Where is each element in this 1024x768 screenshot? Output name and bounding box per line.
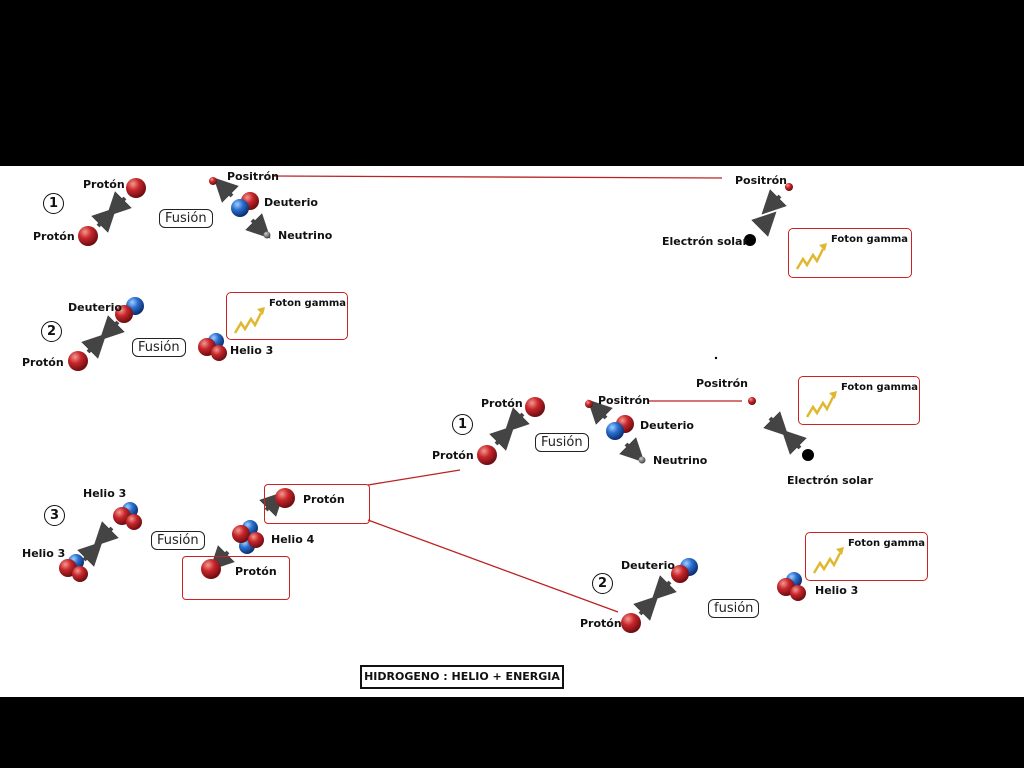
- diagram-title: HIDROGENO : HELIO + ENERGIA: [360, 665, 564, 689]
- gamma-box: Foton gamma: [798, 376, 920, 425]
- neutrino-particle: [263, 231, 271, 239]
- helium3-proton: [211, 345, 227, 361]
- proton-particle: [275, 488, 295, 508]
- gamma-ray-icon: [805, 391, 837, 418]
- proton-label: Protón: [481, 397, 523, 410]
- deuterium-label: Deuterio: [640, 419, 694, 432]
- electron-particle: [744, 234, 756, 246]
- helium4-proton: [232, 525, 250, 543]
- positron-label: Positrón: [696, 377, 749, 390]
- gamma-label: Foton gamma: [841, 382, 919, 393]
- helium3-label: Helio 3: [22, 547, 66, 560]
- proton-particle: [477, 445, 497, 465]
- proton-label: Protón: [580, 617, 622, 630]
- positron-label: Positrón: [735, 174, 788, 187]
- helium3-proton: [72, 566, 88, 582]
- deuterium-proton: [671, 565, 689, 583]
- electron-particle: [802, 449, 814, 461]
- proton-label: Protón: [83, 178, 125, 191]
- proton-particle: [126, 178, 146, 198]
- proton-box-upper: [264, 484, 370, 524]
- helium3-label: Helio 3: [83, 487, 127, 500]
- gamma-box: Foton gamma: [788, 228, 912, 278]
- neutrino-particle: [638, 456, 646, 464]
- deuterium-neutron: [606, 422, 624, 440]
- fusion-label: fusión: [708, 599, 760, 618]
- deuterium-neutron: [231, 199, 249, 217]
- neutrino-label: Neutrino: [653, 454, 708, 467]
- step-number-1: 1: [43, 193, 64, 214]
- fusion-label: Fusión: [159, 209, 213, 228]
- proton-label: Protón: [235, 565, 277, 578]
- deuterium-label: Deuterio: [68, 301, 122, 314]
- gamma-box: Foton gamma: [226, 292, 348, 340]
- positron-particle: [209, 177, 217, 185]
- positron-particle: [748, 397, 756, 405]
- deuterium-label: Deuterio: [621, 559, 675, 572]
- gamma-ray-icon: [812, 547, 844, 574]
- proton-label: Protón: [22, 356, 64, 369]
- proton-particle: [201, 559, 221, 579]
- helium4-proton: [248, 532, 264, 548]
- gamma-box: Foton gamma: [805, 532, 928, 581]
- proton-box-lower: [182, 556, 290, 600]
- gamma-label: Foton gamma: [848, 538, 926, 549]
- proton-label: Protón: [303, 493, 345, 506]
- helium3-label: Helio 3: [230, 344, 274, 357]
- step-number-2: 2: [592, 573, 613, 594]
- particles: [59, 177, 814, 633]
- positron-particle: [585, 400, 593, 408]
- proton-label: Protón: [432, 449, 474, 462]
- helium3-proton: [790, 585, 806, 601]
- solar-electron-label: Electrón solar: [787, 474, 873, 487]
- step-number-2: 2: [41, 321, 62, 342]
- solar-electron-label: Electrón solar: [662, 235, 748, 248]
- step-number-3: 3: [44, 505, 65, 526]
- deuterium-label: Deuterio: [264, 196, 318, 209]
- fusion-label: Fusión: [535, 433, 589, 452]
- fusion-label: Fusión: [151, 531, 205, 550]
- deuterium-proton: [115, 305, 133, 323]
- fusion-label: Fusión: [132, 338, 186, 357]
- neutrino-label: Neutrino: [278, 229, 333, 242]
- step-number-1: 1: [452, 414, 473, 435]
- proton-label: Protón: [33, 230, 75, 243]
- positron-label: Positrón: [227, 170, 280, 183]
- proton-particle: [525, 397, 545, 417]
- helium4-label: Helio 4: [271, 533, 315, 546]
- helium3-label: Helio 3: [815, 584, 859, 597]
- gamma-ray-icon: [795, 243, 827, 270]
- proton-particle: [78, 226, 98, 246]
- dot-mark: [714, 356, 718, 360]
- helium3-proton: [126, 514, 142, 530]
- positron-particle: [785, 183, 793, 191]
- reaction-arrows: [77, 177, 807, 621]
- gamma-label: Foton gamma: [831, 234, 909, 245]
- connector-lines: [271, 175, 742, 613]
- positron-label: Positrón: [598, 394, 651, 407]
- proton-particle: [68, 351, 88, 371]
- proton-particle: [621, 613, 641, 633]
- gamma-label: Foton gamma: [269, 298, 347, 309]
- gamma-ray-icon: [233, 307, 265, 334]
